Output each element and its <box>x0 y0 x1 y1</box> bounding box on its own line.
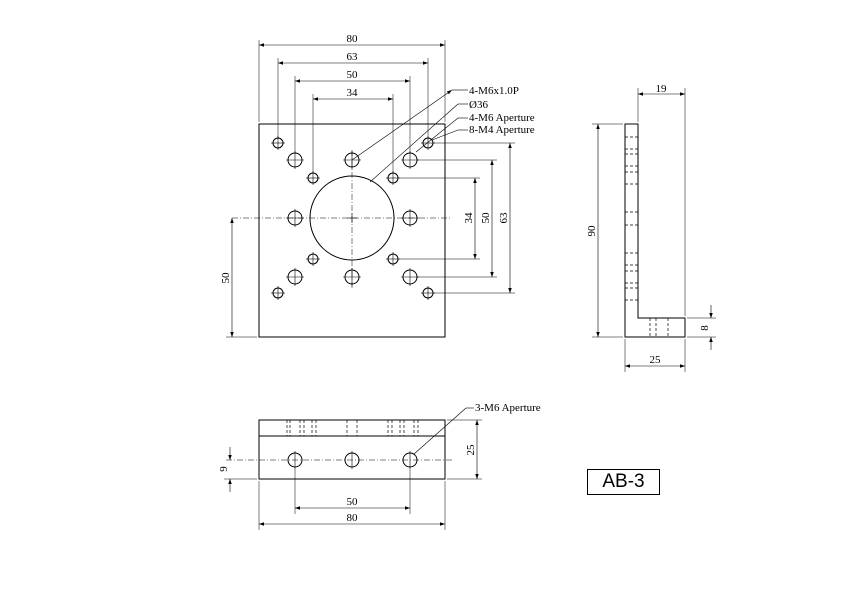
bottom-dim-50: 50 <box>347 496 359 508</box>
bottom-view: 3-M6 Aperture 25 9 50 80 <box>218 402 541 530</box>
front-left-dimension: 50 <box>220 218 257 338</box>
side-dim-25: 25 <box>650 354 662 366</box>
front-view: 80 63 50 34 63 50 34 50 <box>220 33 535 338</box>
front-right-dimensions: 63 50 34 <box>399 142 515 294</box>
dim-v63-label: 63 <box>498 212 510 224</box>
bottom-dim-25: 25 <box>465 444 477 456</box>
m6-holes <box>287 152 418 285</box>
front-callouts: 4-M6x1.0P Ø36 4-M6 Aperture 8-M4 Apertur… <box>351 85 535 183</box>
side-bracket-outline <box>624 123 686 338</box>
front-plate-outline <box>258 123 446 338</box>
dim-63-label: 63 <box>347 51 359 63</box>
bottom-dim-9: 9 <box>218 466 230 472</box>
bottom-dim-80: 80 <box>347 512 359 524</box>
drawing-id-label: AB-3 <box>587 469 660 495</box>
bottom-plate-outline <box>258 419 446 480</box>
side-dim-90: 90 <box>586 225 598 237</box>
side-view: 19 90 8 25 <box>586 83 716 372</box>
dim-v34-label: 34 <box>463 212 475 224</box>
dim-v50-label: 50 <box>480 212 492 224</box>
dim-80-label: 80 <box>347 33 359 45</box>
dim-34-label: 34 <box>347 87 359 99</box>
bottom-callout: 3-M6 Aperture <box>475 402 541 414</box>
front-top-dimensions: 80 63 50 34 <box>258 33 446 173</box>
dim-height50-label: 50 <box>220 272 232 284</box>
callout-m4-aperture: 8-M4 Aperture <box>469 124 535 136</box>
callout-m6-aperture: 4-M6 Aperture <box>469 112 535 124</box>
dim-50-label: 50 <box>347 69 359 81</box>
callout-bore: Ø36 <box>469 99 488 111</box>
callout-m6-thread: 4-M6x1.0P <box>469 85 519 97</box>
side-dim-8: 8 <box>699 325 711 331</box>
side-dim-19: 19 <box>656 83 668 95</box>
center-bore <box>309 175 395 261</box>
